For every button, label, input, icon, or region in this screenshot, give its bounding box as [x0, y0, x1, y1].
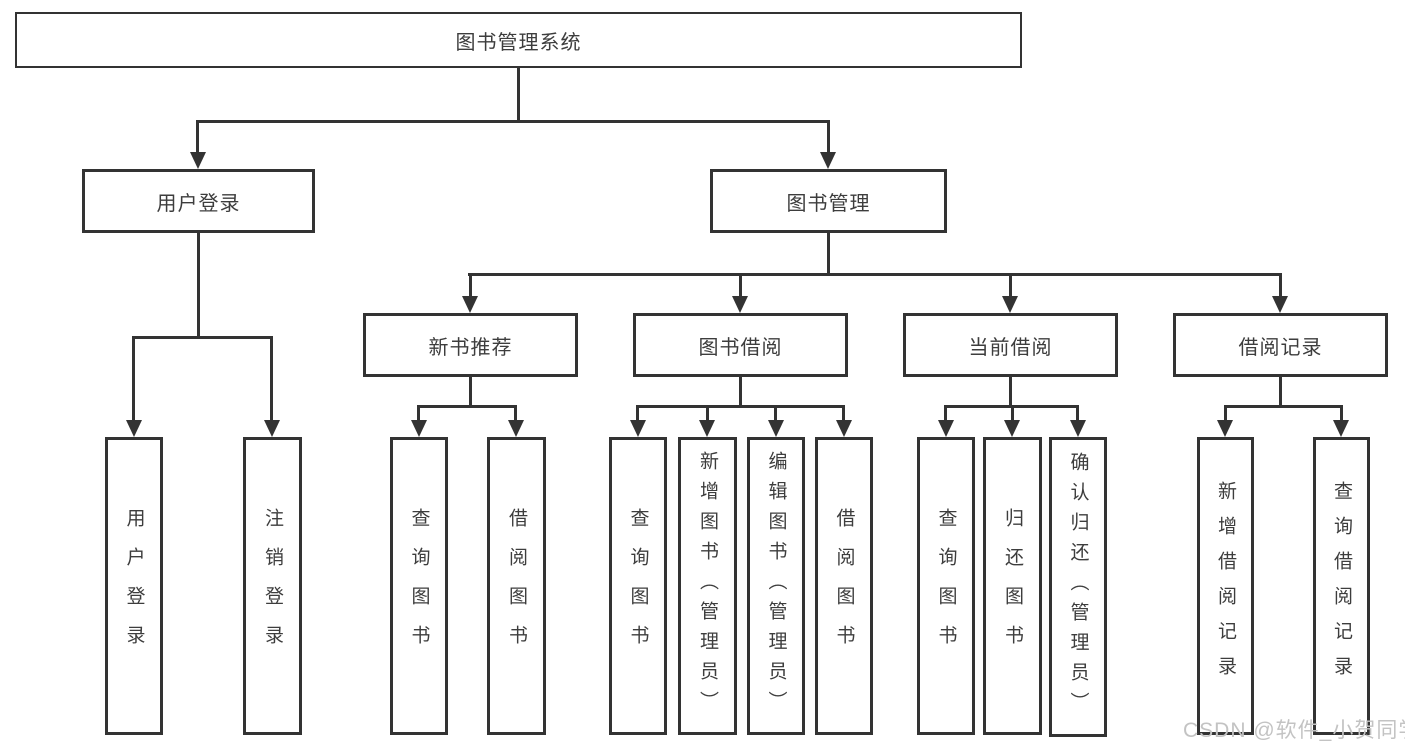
connector-drop-query-record	[1340, 405, 1343, 421]
node-logout: 注销登录	[243, 437, 302, 735]
node-label: 确认归还（管理员）	[1067, 452, 1089, 722]
arrowhead-confirm-return	[1070, 420, 1086, 437]
node-borrow-books-borrowing: 借阅图书	[815, 437, 873, 735]
arrowhead-book-management	[820, 152, 836, 169]
node-query-books-recommend: 查询图书	[390, 437, 448, 735]
connector-drop-return-books	[1011, 405, 1014, 421]
arrowhead-add-record	[1217, 420, 1233, 437]
node-label: 借阅记录	[1238, 336, 1323, 359]
node-return-books: 归还图书	[983, 437, 1042, 735]
connector-current-stem	[1009, 377, 1012, 405]
node-label: 用户登录	[156, 192, 241, 215]
connector-user-login-hbar	[132, 336, 273, 339]
node-label: 图书管理系统	[455, 31, 582, 54]
arrowhead-edit-books	[768, 420, 784, 437]
node-label: 借阅图书	[506, 508, 527, 664]
node-label: 图书管理	[786, 192, 871, 215]
node-book-borrowing: 图书借阅	[633, 313, 848, 377]
connector-drop-query-books-3	[944, 405, 947, 421]
node-new-book-recommend: 新书推荐	[363, 313, 578, 377]
arrowhead-query-books-2	[630, 420, 646, 437]
arrowhead-add-books	[699, 420, 715, 437]
connector-drop-query-books-1	[417, 405, 420, 421]
node-label: 查询图书	[935, 508, 957, 664]
node-label: 图书借阅	[698, 336, 783, 359]
node-library-management-system: 图书管理系统	[15, 12, 1022, 68]
node-label: 编辑图书（管理员）	[765, 451, 787, 721]
connector-drop-user-login	[196, 120, 199, 153]
arrowhead-book-borrowing	[732, 296, 748, 313]
connector-drop-borrowing-records	[1279, 273, 1282, 297]
node-label: 新书推荐	[428, 336, 513, 359]
node-borrow-books-recommend: 借阅图书	[487, 437, 546, 735]
node-book-management: 图书管理	[710, 169, 947, 233]
node-label: 用户登录	[123, 508, 145, 664]
node-edit-books-admin: 编辑图书（管理员）	[747, 437, 805, 735]
connector-borrowing-hbar	[636, 405, 845, 408]
arrowhead-leaf-login	[126, 420, 142, 437]
node-label: 新增借阅记录	[1215, 481, 1236, 691]
connector-book-mgmt-hbar	[468, 273, 1281, 276]
arrowhead-leaf-logout	[264, 420, 280, 437]
node-user-login: 用户登录	[82, 169, 315, 233]
connector-drop-book-borrowing	[739, 273, 742, 297]
node-query-books-current: 查询图书	[917, 437, 975, 735]
node-query-borrow-record: 查询借阅记录	[1313, 437, 1370, 735]
connector-drop-leaf-logout	[270, 336, 273, 421]
connector-drop-add-record	[1224, 405, 1227, 421]
node-user-login-leaf: 用户登录	[105, 437, 163, 735]
arrowhead-borrowing-records	[1272, 296, 1288, 313]
connector-drop-current-borrowing	[1009, 273, 1012, 297]
node-label: 当前借阅	[968, 336, 1053, 359]
arrowhead-return-books	[1004, 420, 1020, 437]
node-borrowing-records: 借阅记录	[1173, 313, 1388, 377]
arrowhead-borrow-books-1	[508, 420, 524, 437]
arrowhead-query-books-1	[411, 420, 427, 437]
node-label: 注销登录	[262, 508, 283, 664]
connector-drop-borrow-books-1	[514, 405, 517, 421]
connector-drop-borrow-books-2	[842, 405, 845, 421]
arrowhead-query-record	[1333, 420, 1349, 437]
arrowhead-query-books-3	[938, 420, 954, 437]
connector-recommend-hbar	[417, 405, 517, 408]
node-label: 新增图书（管理员）	[697, 451, 718, 721]
connector-drop-query-books-2	[636, 405, 639, 421]
node-add-books-admin: 新增图书（管理员）	[678, 437, 737, 735]
csdn-watermark: CSDN @软件_小贺同学	[1183, 719, 1405, 742]
connector-drop-book-management	[827, 120, 830, 153]
connector-drop-new-book-recommend	[469, 273, 472, 297]
node-add-borrow-record: 新增借阅记录	[1197, 437, 1254, 735]
node-query-books-borrowing: 查询图书	[609, 437, 667, 735]
connector-root-stem	[517, 68, 520, 120]
node-confirm-return-admin: 确认归还（管理员）	[1049, 437, 1107, 737]
connector-drop-leaf-login	[132, 336, 135, 421]
node-label: 归还图书	[1002, 508, 1023, 664]
arrowhead-new-book-recommend	[462, 296, 478, 313]
connector-user-login-stem	[197, 233, 200, 336]
node-label: 查询图书	[627, 508, 649, 664]
connector-borrowing-stem	[739, 377, 742, 405]
connector-drop-confirm-return	[1076, 405, 1079, 421]
connector-recommend-stem	[469, 377, 472, 405]
arrowhead-current-borrowing	[1002, 296, 1018, 313]
connector-book-mgmt-stem	[827, 233, 830, 273]
connector-drop-edit-books	[774, 405, 777, 421]
connector-root-hbar	[196, 120, 830, 123]
node-current-borrowing: 当前借阅	[903, 313, 1118, 377]
connector-drop-add-books	[706, 405, 709, 421]
node-label: 查询借阅记录	[1331, 481, 1352, 691]
node-label: 查询图书	[408, 508, 430, 664]
node-label: 借阅图书	[833, 508, 855, 664]
connector-records-stem	[1279, 377, 1282, 405]
connector-records-hbar	[1224, 405, 1343, 408]
arrowhead-user-login	[190, 152, 206, 169]
arrowhead-borrow-books-2	[836, 420, 852, 437]
